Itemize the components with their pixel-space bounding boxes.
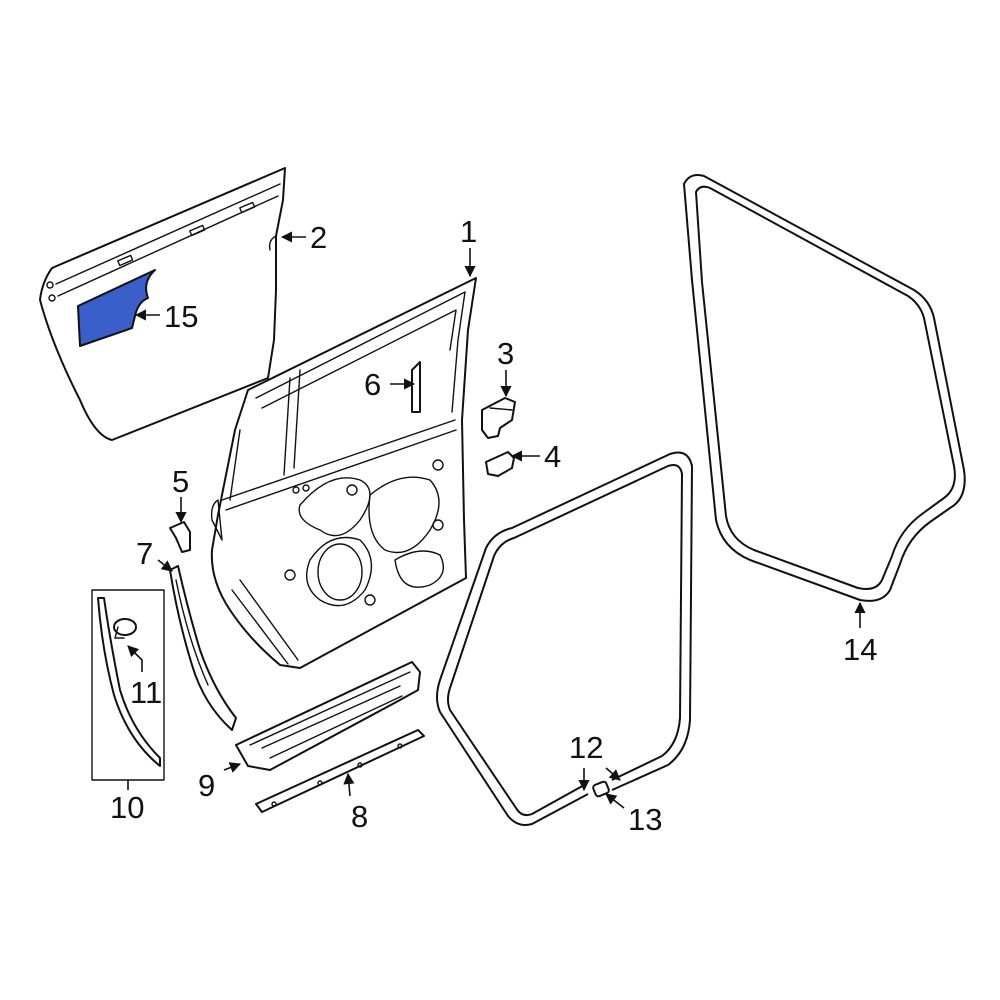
glass-run-channel-strip[interactable]: [411, 361, 421, 413]
callout-13: 13: [628, 802, 662, 837]
callout-9: 9: [198, 768, 215, 803]
callout-14: 14: [843, 632, 877, 667]
trim-strip-part-7[interactable]: [169, 565, 237, 731]
door-opening-seal[interactable]: [436, 451, 693, 826]
callout-4: 4: [544, 439, 561, 474]
callout-15: 15: [164, 299, 198, 334]
callout-10: 10: [110, 790, 144, 825]
callout-8: 8: [351, 799, 368, 834]
callout-5: 5: [172, 464, 189, 499]
door-shell[interactable]: [210, 277, 477, 669]
body-side-seal-part-14[interactable]: [683, 174, 966, 602]
callout-labels: 1 2 3 4 5 6 7 8 9 10 11 12 13 14 15: [110, 214, 877, 837]
callout-12: 12: [569, 730, 603, 765]
callout-11: 11: [130, 675, 162, 710]
seal-joint-part-13[interactable]: [592, 780, 610, 798]
trim-strip-part-10[interactable]: [97, 597, 161, 767]
bracket-part-3[interactable]: [481, 397, 516, 439]
door-trim-panel[interactable]: [39, 167, 286, 441]
callout-6: 6: [364, 367, 381, 402]
clip-part-5[interactable]: [169, 521, 191, 553]
callout-7: 7: [136, 536, 153, 571]
sill-panel-part-9[interactable]: [235, 661, 421, 771]
bracket-part-4[interactable]: [485, 451, 515, 477]
plug-part-11[interactable]: [113, 618, 137, 639]
leader-lines: [127, 231, 866, 809]
callout-2: 2: [310, 220, 327, 255]
callout-3: 3: [497, 336, 514, 371]
sill-strip-part-8[interactable]: [255, 729, 425, 813]
callout-1: 1: [460, 214, 477, 249]
